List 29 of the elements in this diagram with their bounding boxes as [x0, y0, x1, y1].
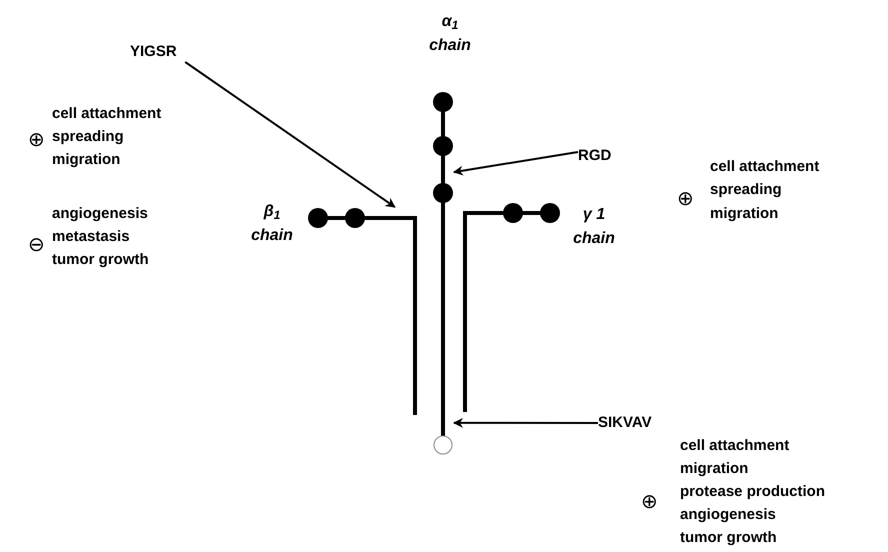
effect-text: angiogenesis: [680, 505, 776, 525]
effect-text: migration: [680, 459, 748, 479]
motif-label: RGD: [578, 146, 620, 166]
effect-text: cell attachment: [680, 436, 790, 456]
arrow: [184, 61, 396, 208]
sign-symbol: ⊕: [641, 489, 658, 513]
chain-label: α$_{1}$ chain: [428, 12, 472, 56]
sign-symbol: ⊕: [677, 186, 694, 210]
effect-text: migration: [52, 150, 120, 170]
effect-text: protease production: [680, 482, 826, 502]
sign-symbol: ⊖: [28, 232, 45, 256]
effect-text: tumor growth: [680, 528, 777, 548]
arrow: [453, 418, 598, 428]
effect-text: tumor growth: [52, 250, 149, 270]
effect-text: metastasis: [52, 227, 130, 247]
effect-text: spreading: [710, 180, 782, 200]
effect-text: cell attachment: [710, 157, 820, 177]
arrow: [453, 151, 578, 176]
chain-label: γ 1 chain: [572, 205, 616, 249]
chain-label: β$_{1}$ chain: [250, 202, 294, 246]
effect-text: migration: [710, 204, 778, 224]
motif-label: SIKVAV: [598, 413, 672, 433]
effect-text: angiogenesis: [52, 204, 148, 224]
effect-text: cell attachment: [52, 104, 162, 124]
effect-text: spreading: [52, 127, 124, 147]
sign-symbol: ⊕: [28, 127, 45, 151]
motif-label: YIGSR: [130, 42, 190, 62]
chain-drawing: [460, 203, 562, 414]
chain-drawing: [432, 92, 454, 456]
